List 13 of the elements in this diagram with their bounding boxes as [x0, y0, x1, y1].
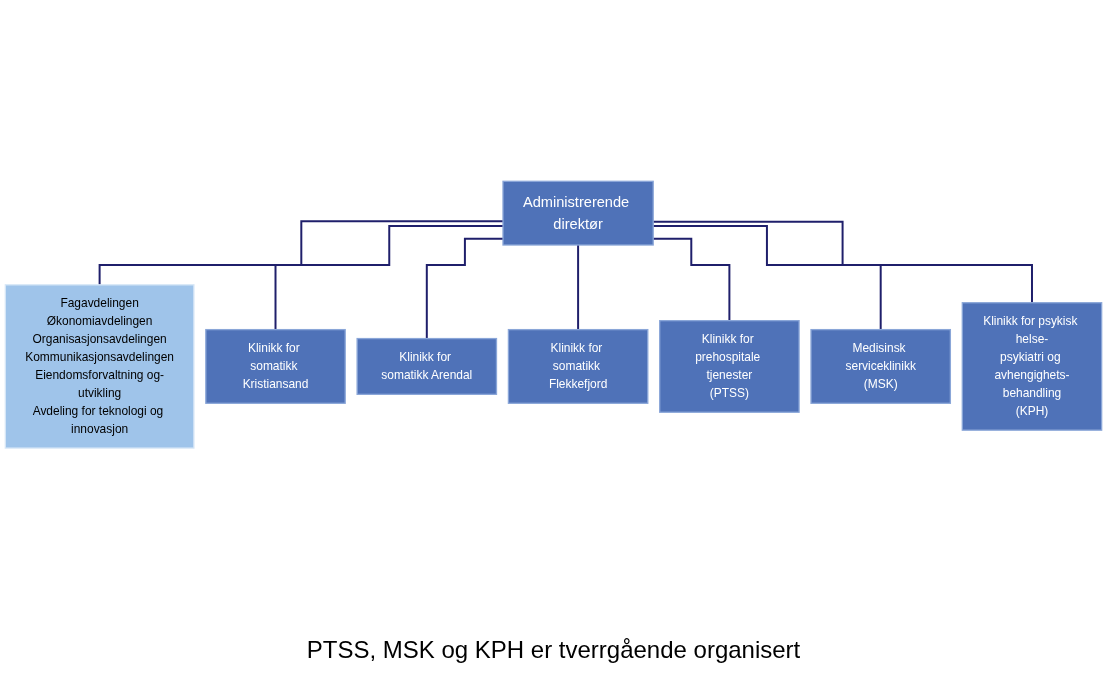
node-box: Administrerende direktør: [502, 180, 654, 246]
node-box: Klinikk for somatikk Flekkefjord: [507, 329, 649, 405]
node-box: Klinikk for somatikk Arendal: [356, 338, 498, 396]
node-box: Fagavdelingen Økonomiavdelingen Organisasjonsavdelingen Kommunikasjonsavdelingen Eiendomsforvaltning og-utvikling Avdeling for teknologi og innovasjon: [4, 284, 195, 450]
node-box: Klinikk for psykisk helse- psykiatri og avhengighets-behandling (KPH): [961, 302, 1103, 432]
connector: [274, 225, 504, 331]
node-box: Medisinsk serviceklinikk (MSK): [810, 329, 952, 405]
node-box: Klinikk for prehospitale tjenester (PTSS): [659, 320, 800, 414]
node-box: Klinikk for somatikk Kristiansand: [205, 329, 346, 405]
caption: PTSS, MSK og KPH er tverrgående organisert: [306, 635, 801, 665]
connector: [577, 244, 580, 331]
connector: [98, 220, 504, 287]
connector: [425, 238, 504, 340]
